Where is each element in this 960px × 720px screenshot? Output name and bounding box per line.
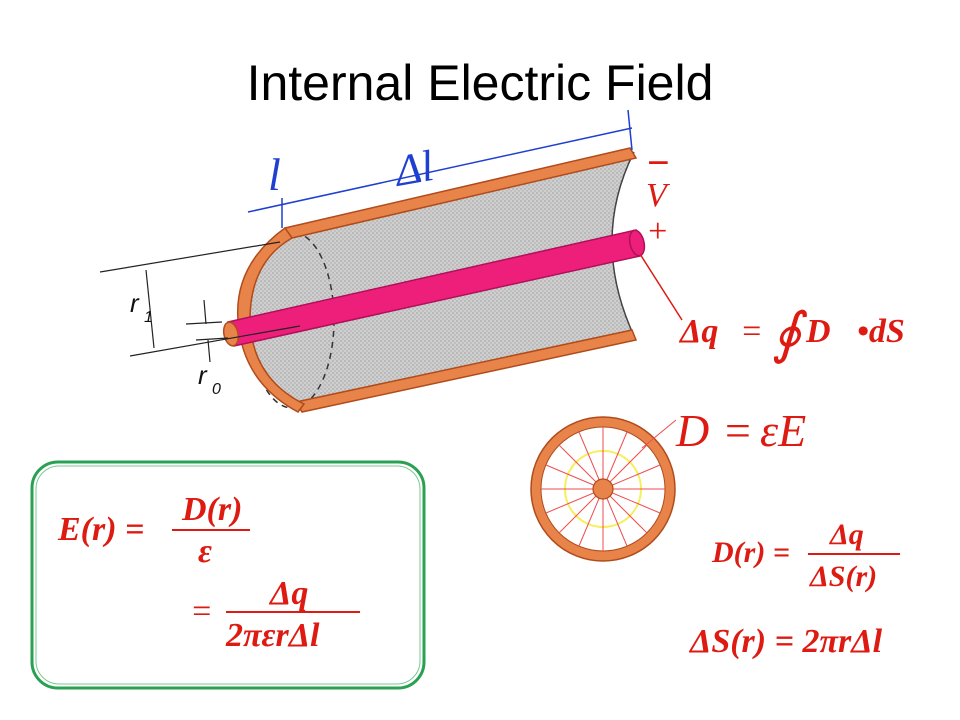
const-rhs: εE⃗ bbox=[760, 405, 842, 456]
d-lhs: D(r) = bbox=[711, 536, 790, 569]
field-1-num: D(r) bbox=[181, 491, 242, 528]
charge-pointer-line bbox=[639, 253, 683, 321]
gauss-integral: ∮ bbox=[772, 303, 808, 365]
const-eq: = bbox=[722, 405, 753, 456]
label-r1: r bbox=[130, 288, 140, 318]
cross-section-wheel bbox=[530, 416, 677, 562]
label-r0-sub: 0 bbox=[212, 381, 221, 398]
flux-density-equation: D(r) = Δq ΔS(r) bbox=[711, 518, 900, 593]
gauss-lhs: Δq bbox=[678, 313, 718, 350]
field-2-num: Δq bbox=[268, 575, 308, 612]
gauss-eq: = bbox=[740, 313, 763, 350]
d-den: ΔS(r) bbox=[809, 560, 877, 593]
surface-equation: ΔS(r) = 2πrΔl bbox=[688, 623, 883, 660]
label-plus: + bbox=[646, 213, 669, 250]
label-minus: − bbox=[646, 140, 670, 185]
const-lhs: D⃗ bbox=[675, 405, 745, 456]
radius-dimensions bbox=[99, 241, 301, 363]
field-2-eq: = bbox=[190, 593, 213, 630]
field-1-den: ε bbox=[198, 533, 212, 570]
d-num: Δq bbox=[829, 518, 864, 551]
wire-near-end bbox=[222, 321, 240, 347]
gauss-law-equation: Δq = ∮ D⃗•dS⃗ bbox=[678, 303, 931, 365]
result-box-inner bbox=[35, 465, 421, 685]
wheel-center-conductor bbox=[592, 478, 614, 500]
length-dimension bbox=[247, 109, 633, 228]
result-box bbox=[30, 460, 426, 690]
shield-rim bbox=[236, 226, 306, 413]
slide-title: Internal Electric Field bbox=[246, 55, 714, 111]
field-1-lhs: E(r) = bbox=[57, 511, 144, 548]
wire-far-end bbox=[628, 229, 646, 257]
gauss-rhs: D⃗•dS⃗ bbox=[805, 313, 931, 350]
label-r1-sub: 1 bbox=[144, 309, 153, 326]
field-2-den: 2πεrΔl bbox=[225, 617, 320, 654]
label-l: l bbox=[268, 149, 281, 200]
field-equation: E(r) = D(r) ε = Δq 2πεrΔl bbox=[57, 491, 360, 654]
label-delta-l: Δl bbox=[389, 141, 437, 196]
label-r0: r bbox=[198, 360, 208, 390]
constitutive-equation: D⃗ = εE⃗ bbox=[675, 405, 842, 456]
